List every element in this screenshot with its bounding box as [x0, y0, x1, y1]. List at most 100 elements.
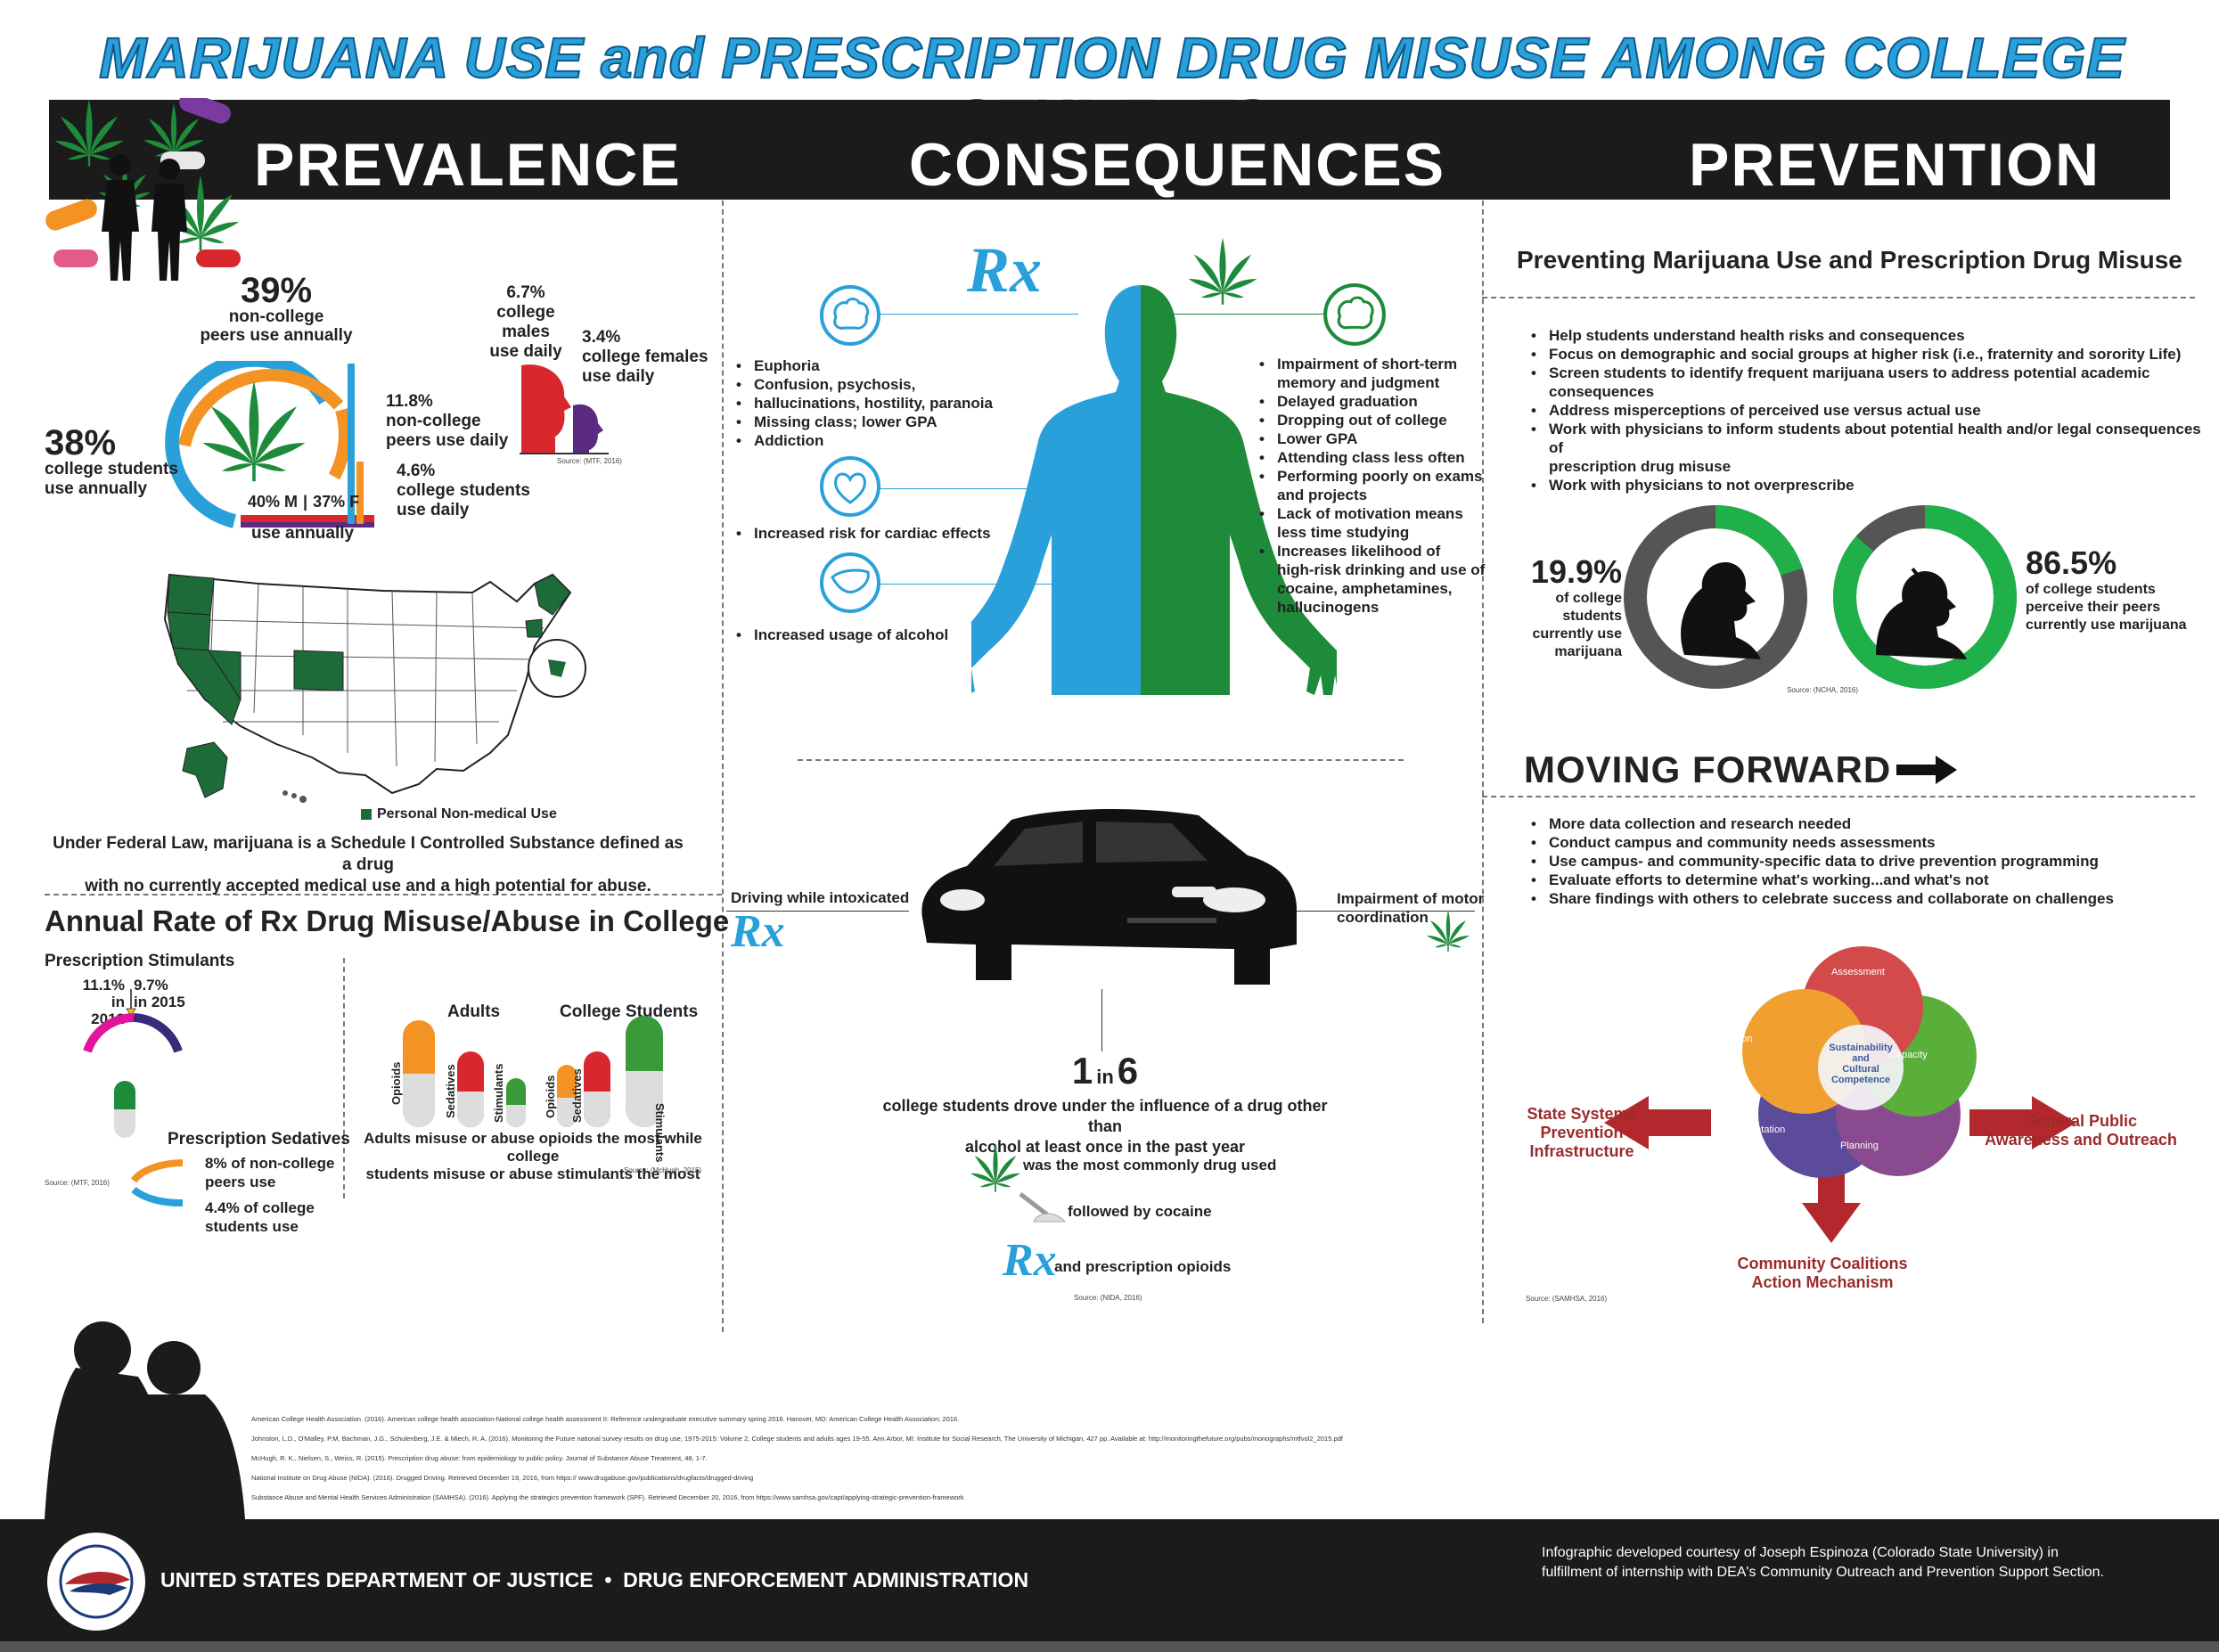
section-title-consequences: CONSEQUENCES [909, 131, 1446, 199]
list-item: Work with physicians to inform students … [1524, 420, 2219, 476]
list-item: Delayed graduation [1252, 392, 1485, 411]
source-note: Source: (McHugh, 2015) [624, 1166, 702, 1174]
connector-line [878, 488, 1065, 489]
spf-label-evaluation: Evaluation [1707, 1034, 1753, 1044]
list-item: Dropping out of college [1252, 411, 1485, 429]
references: American College Health Association. (20… [251, 1415, 1499, 1513]
car-icon [921, 809, 1297, 985]
stim-2015: 9.7%in 2015 [134, 977, 185, 1010]
sedatives-arc [130, 1159, 184, 1207]
arrow-down-icon [1802, 1167, 1861, 1243]
spf-label-capacity: Capacity [1889, 1050, 1928, 1060]
spf-label-implementation: Implementation [1718, 1125, 1786, 1135]
sedatives-label: Prescription Sedatives [168, 1130, 350, 1149]
source-note: Source: (NCHA, 2016) [1787, 686, 1859, 694]
reference-item: McHugh, R. K., Nielsen, S., Weiss, R. (2… [251, 1454, 708, 1462]
stat-use-annually-label: use annually [251, 524, 355, 543]
stimulants-arc [83, 989, 183, 1053]
rx-symbol-icon: Rx [1003, 1235, 1057, 1286]
college-stimulants-pill [626, 1016, 663, 1127]
divider [1482, 200, 1484, 1323]
stat-gender-annual: 40% M|37% F [248, 493, 360, 511]
spf-label-assessment: Assessment [1831, 967, 1885, 977]
heart-icon [820, 456, 880, 517]
list-item: Addiction [729, 431, 993, 450]
driving-label: Driving while intoxicated [731, 889, 910, 906]
stat-college-annual: 38% college students use annually [45, 423, 178, 498]
ring-bottom-bar [241, 522, 374, 527]
connector-line [1297, 911, 1475, 912]
label-stimulants-adults: Stimulants [492, 1063, 505, 1123]
college-sedatives-pill [584, 1051, 610, 1127]
stat-noncollege-daily: 11.8% non-college peers use daily [386, 392, 509, 450]
cocaine-text: followed by cocaine [1068, 1203, 1212, 1220]
stat-males-daily: 6.7% college males use daily [489, 283, 562, 361]
pill-bar-chart [403, 1016, 663, 1127]
list-item: Use campus- and community-specific data … [1524, 852, 2114, 871]
prevention-list: Help students understand health risks an… [1524, 326, 2219, 495]
adults-label: Adults [447, 1002, 501, 1021]
stat-females-daily: 3.4% college females use daily [582, 328, 708, 386]
cardiac-list: Increased risk for cardiac effects [729, 524, 991, 543]
opioids-text: and prescription opioids [1054, 1258, 1232, 1275]
cocaine-icon [1019, 1192, 1067, 1223]
connector-line [1154, 314, 1323, 315]
list-item: Missing class; lower GPA [729, 413, 993, 431]
list-item: hallucinations, hostility, paranoia [729, 394, 993, 413]
list-item: Screen students to identify frequent mar… [1524, 364, 2219, 401]
alcohol-list: Increased usage of alcohol [729, 626, 948, 644]
adults-opioids-pill [403, 1020, 435, 1127]
divider [45, 894, 722, 896]
capsule-icon [114, 1081, 135, 1138]
legend-swatch [361, 809, 372, 820]
source-note: Source: (MTF, 2016) [45, 1179, 110, 1187]
ring-right-bar [356, 462, 364, 524]
list-item: Evaluate efforts to determine what's wor… [1524, 871, 2114, 889]
drove-text: college students drove under the influen… [882, 1097, 1328, 1156]
header-illustration [45, 98, 241, 281]
section-header-bar [49, 100, 2170, 200]
perceived-use-donut [1833, 505, 2017, 689]
list-item: More data collection and research needed [1524, 814, 2114, 833]
most-common-text: was the most commonly drug used [1023, 1157, 1277, 1174]
connector-line [726, 911, 909, 912]
reference-item: Johnston, L.D., O'Malley, P.M, Bachman, … [251, 1435, 1343, 1443]
list-item: Increased usage of alcohol [729, 626, 948, 644]
map-legend: Personal Non-medical Use [361, 806, 557, 822]
reference-item: Substance Abuse and Mental Health Servic… [251, 1493, 964, 1501]
connector-line [878, 584, 1065, 585]
divider [798, 759, 1404, 761]
list-item: Work with physicians to not overprescrib… [1524, 476, 2219, 495]
section-title-prevalence: PREVALENCE [254, 131, 682, 199]
ring-right-bar [348, 364, 355, 524]
connector-line [878, 314, 1078, 315]
college-students-label: College Students [560, 1002, 699, 1021]
rx-rate-heading: Annual Rate of Rx Drug Misuse/Abuse in C… [45, 904, 730, 937]
stat-perceived-use: 86.5% of college students perceive their… [2026, 544, 2187, 634]
ring-bottom-bar [241, 515, 374, 522]
source-note: Source: (MTF, 2016) [557, 457, 622, 465]
footer-credit: Infographic developed courtesy of Joseph… [1542, 1545, 2104, 1580]
moving-forward-list: More data collection and research needed… [1524, 814, 2114, 908]
label-sedatives-adults: Sedatives [444, 1064, 457, 1118]
reference-item: American College Health Association. (20… [251, 1415, 960, 1423]
arrow-left-icon [1604, 1096, 1711, 1149]
label-opioids-college: Opioids [544, 1075, 557, 1118]
divider [722, 200, 724, 1332]
people-silhouette [102, 154, 187, 281]
reference-item: National Institute on Drug Abuse (NIDA).… [251, 1474, 754, 1482]
adults-stimulants-pill [506, 1078, 526, 1127]
moving-forward-heading: MOVING FORWARD [1524, 748, 1959, 791]
spf-diagram [1604, 946, 2076, 1243]
rx-note: Adults misuse or abuse opioids the most … [364, 1130, 702, 1182]
brain-icon [1323, 283, 1386, 346]
people-silhouette [45, 1321, 245, 1519]
list-item: Confusion, psychosis, [729, 375, 993, 394]
brain-icon [820, 285, 880, 346]
list-item: Increased risk for cardiac effects [729, 524, 991, 543]
